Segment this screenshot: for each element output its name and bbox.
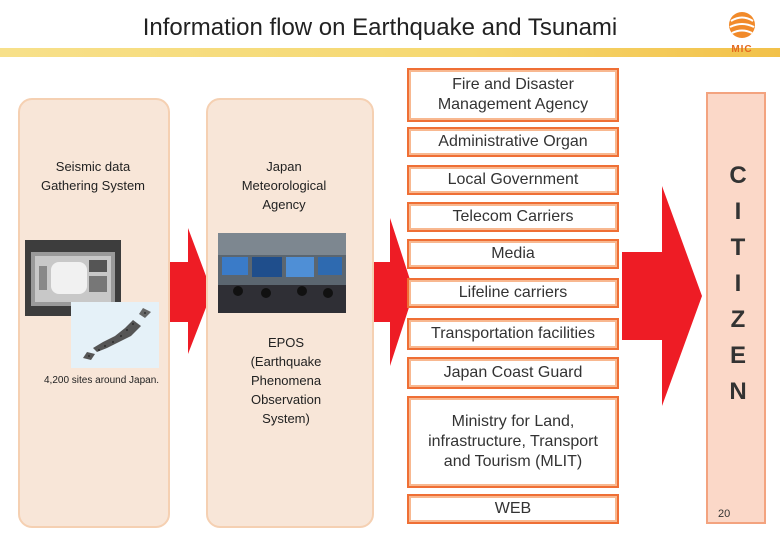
jma-panel [206,98,374,528]
logo-text: MIC [731,44,753,55]
citizen-letter: I [734,270,742,297]
org-japan-coast-guard: Japan Coast Guard [407,357,619,389]
org-media: Media [407,239,619,269]
page-number: 20 [718,508,731,520]
org-transportation-facilities: Transportation facilities [407,318,619,350]
org-administrative-organ: Administrative Organ [407,127,619,157]
org-web: WEB [407,494,619,524]
mic-logo: MIC [722,10,762,60]
citizen-letter: N [729,378,747,405]
globe-icon [729,12,755,38]
org-mlit: Ministry for Land, infrastructure, Trans… [407,396,619,488]
jma-panel-label: Japan Meteorological Agency [241,159,327,212]
title-underline-bar [0,48,780,57]
org-local-government: Local Government [407,165,619,195]
citizen-letter: T [730,234,746,261]
seismometer-photo [25,240,121,316]
org-fire-disaster-agency: Fire and Disaster Management Agency [407,68,619,122]
citizen-letter: C [729,162,747,189]
citizen-column: C I T I Z E N [706,92,766,524]
sites-caption: 4,200 sites around Japan. [44,375,160,386]
org-telecom-carriers: Telecom Carriers [407,202,619,232]
seismic-panel-label: Seismic data Gathering System [40,159,146,193]
control-room-photo [218,233,346,313]
page-title: Information flow on Earthquake and Tsuna… [142,14,618,41]
citizen-letter: I [734,198,742,225]
arrow-middle-to-orgs [368,218,414,366]
arrow-orgs-to-citizen [622,186,702,406]
org-lifeline-carriers: Lifeline carriers [407,278,619,308]
epos-label: EPOS (Earthquake Phenomena Observation S… [250,335,322,426]
arrow-left-to-middle [166,228,212,354]
japan-map [71,302,159,368]
citizen-letter: Z [730,306,746,333]
citizen-letter: E [729,342,746,369]
